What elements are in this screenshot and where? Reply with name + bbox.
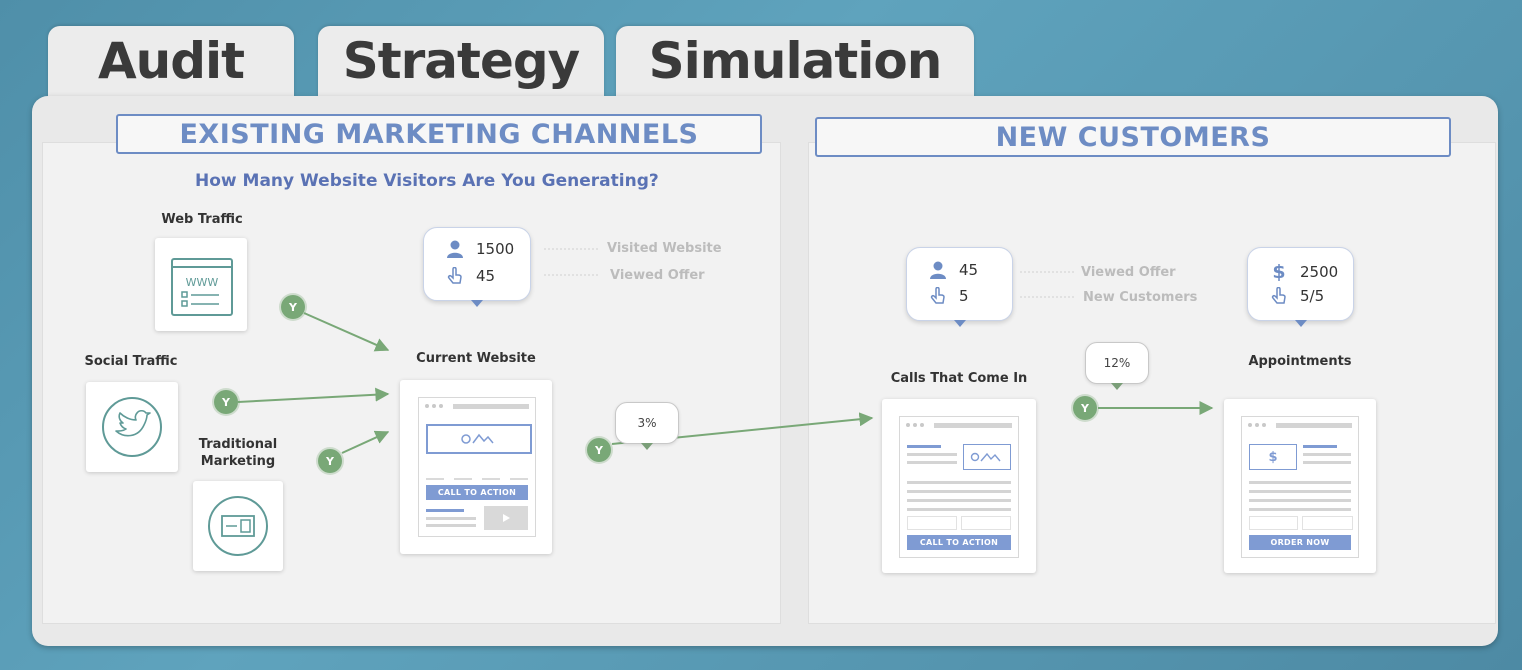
- twitter-bird-icon: [102, 397, 162, 457]
- social-traffic-connector: [237, 387, 390, 403]
- web-traffic-label: Web Traffic: [161, 212, 243, 227]
- calls-viewed-row: 45: [927, 261, 978, 279]
- ratio-row: 5/5: [1268, 287, 1324, 305]
- visitor-person-icon: [444, 240, 466, 258]
- browser-www-icon: WWW: [171, 258, 233, 316]
- website-conversion-badge[interactable]: 3%: [615, 402, 679, 450]
- website-cta-button[interactable]: CALL TO ACTION: [426, 485, 528, 500]
- calls-stats-bubble[interactable]: 45 5: [906, 247, 1013, 327]
- video-play-icon: [484, 506, 528, 530]
- calls-cta-button[interactable]: CALL TO ACTION: [907, 535, 1011, 550]
- website-image-placeholder: [426, 424, 532, 454]
- web-traffic-card[interactable]: WWW: [155, 238, 247, 331]
- appointments-stats-bubble[interactable]: $ 2500 5/5: [1247, 247, 1354, 327]
- visitors-question: How Many Website Visitors Are You Genera…: [195, 171, 659, 191]
- calls-output-node[interactable]: Y: [1073, 396, 1097, 420]
- existing-channels-header: EXISTING MARKETING CHANNELS: [116, 114, 762, 154]
- new-customers-note: New Customers: [1083, 290, 1198, 305]
- price-dollar-icon: $: [1249, 444, 1297, 470]
- viewed-row: 45: [444, 267, 495, 285]
- visited-website-note: Visited Website: [607, 241, 722, 256]
- pointer-hand-icon: [1268, 287, 1290, 305]
- traditional-marketing-label: Traditional Marketing: [198, 437, 278, 469]
- calls-conversion-badge[interactable]: 12%: [1085, 342, 1149, 390]
- traditional-marketing-card[interactable]: [193, 481, 283, 571]
- appointments-label: Appointments: [1248, 354, 1352, 369]
- pointer-hand-icon: [444, 267, 466, 285]
- dollar-icon: $: [1272, 261, 1286, 283]
- order-now-button[interactable]: ORDER NOW: [1249, 535, 1351, 550]
- traditional-connector: [341, 430, 390, 454]
- billboard-icon: [208, 496, 268, 556]
- revenue-row: $ 2500: [1268, 261, 1338, 283]
- new-customers-panel: [808, 142, 1496, 624]
- new-customers-header: NEW CUSTOMERS: [815, 117, 1451, 157]
- pointer-hand-icon: [927, 287, 949, 305]
- traditional-marketing-node[interactable]: Y: [318, 449, 342, 473]
- appointments-mockup: $ ORDER NOW: [1241, 416, 1359, 558]
- visited-row: 1500: [444, 240, 514, 258]
- tab-audit[interactable]: Audit: [48, 26, 294, 98]
- tab-strategy[interactable]: Strategy: [318, 26, 604, 98]
- appointments-card[interactable]: $ ORDER NOW: [1224, 399, 1376, 573]
- calls-label: Calls That Come In: [890, 371, 1028, 386]
- calls-image-placeholder: [963, 444, 1011, 470]
- social-traffic-node[interactable]: Y: [214, 390, 238, 414]
- website-mockup: CALL TO ACTION: [418, 397, 536, 537]
- website-output-node[interactable]: Y: [587, 438, 611, 462]
- viewed-offer-note: Viewed Offer: [610, 268, 705, 283]
- website-stats-bubble[interactable]: 1500 45: [423, 227, 531, 307]
- viewer-person-icon: [927, 261, 949, 279]
- tab-simulation[interactable]: Simulation: [616, 26, 974, 98]
- www-text: WWW: [186, 276, 219, 289]
- calls-card[interactable]: CALL TO ACTION: [882, 399, 1036, 573]
- web-traffic-node[interactable]: Y: [281, 295, 305, 319]
- current-website-card[interactable]: CALL TO ACTION: [400, 380, 552, 554]
- calls-viewed-offer-note: Viewed Offer: [1081, 265, 1176, 280]
- calls-customers-row: 5: [927, 287, 969, 305]
- social-traffic-label: Social Traffic: [84, 354, 178, 369]
- web-traffic-connector: [303, 312, 390, 352]
- social-traffic-card[interactable]: [86, 382, 178, 472]
- calls-mockup: CALL TO ACTION: [899, 416, 1019, 558]
- current-website-label: Current Website: [416, 351, 536, 366]
